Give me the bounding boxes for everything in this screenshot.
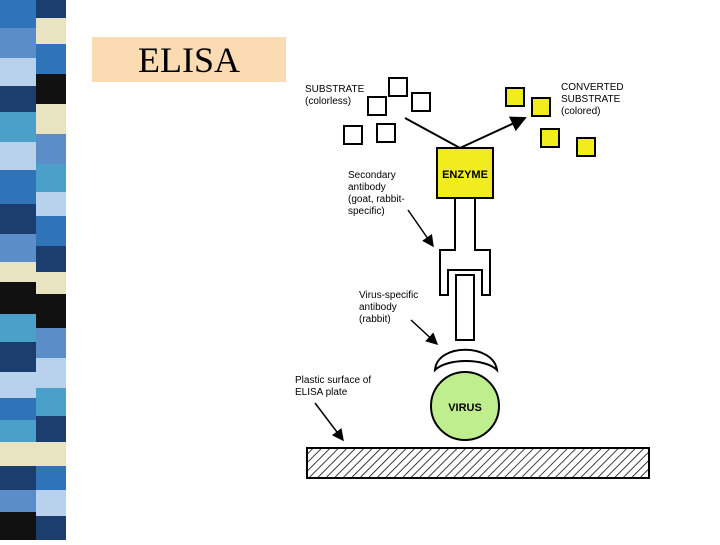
enzyme-label: ENZYME <box>442 169 488 181</box>
antibody-binding-cap <box>433 348 499 373</box>
secondary-antibody-arrow <box>407 209 434 248</box>
virus-specific-antibody <box>455 274 475 341</box>
secondary-antibody <box>439 197 491 296</box>
converted-substrate-label: CONVERTED SUBSTRATE (colored) <box>561 82 626 117</box>
elisa-plate-surface <box>306 447 650 479</box>
elisa-diagram: SUBSTRATE (colorless) CONVERTED SUBSTRAT… <box>285 60 665 495</box>
slide-title-box: ELISA <box>92 37 286 82</box>
virus-particle <box>430 371 500 441</box>
colored-substrate-squares <box>505 87 596 157</box>
substrate-label: SUBSTRATE (colorless) <box>305 84 367 107</box>
colorless-substrate-squares <box>343 77 431 145</box>
virus-specific-antibody-label: Virus-specific antibody (rabbit) <box>359 290 421 325</box>
decorative-side-stripe <box>0 0 80 540</box>
slide-title: ELISA <box>138 39 240 80</box>
plastic-surface-arrow <box>314 402 344 442</box>
virus-label: VIRUS <box>448 402 482 414</box>
stripe-pattern <box>0 0 80 540</box>
secondary-antibody-label: Secondary antibody (goat, rabbit- specif… <box>348 170 407 217</box>
virus-specific-antibody-arrow <box>410 319 439 346</box>
elisa-diagram-svg: SUBSTRATE (colorless) CONVERTED SUBSTRAT… <box>295 77 650 479</box>
plastic-surface-label: Plastic surface of ELISA plate <box>295 375 374 398</box>
enzyme-box <box>436 147 494 199</box>
reaction-arrows <box>404 116 527 149</box>
